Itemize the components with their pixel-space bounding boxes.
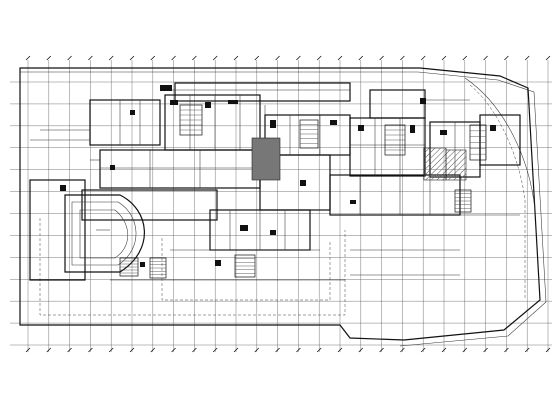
hatched-room-right-a bbox=[423, 147, 447, 181]
equipment-block bbox=[170, 100, 178, 105]
axis-tick bbox=[171, 347, 176, 353]
staircase bbox=[384, 124, 406, 156]
axis-tick bbox=[296, 347, 301, 353]
axis-tick bbox=[441, 347, 447, 353]
equipment-block bbox=[330, 120, 337, 125]
equipment-block bbox=[410, 125, 415, 133]
ramp-curve bbox=[469, 84, 526, 300]
axis-tick bbox=[192, 347, 197, 353]
axis-tick bbox=[524, 347, 530, 353]
staircase bbox=[149, 257, 167, 279]
axis-tick bbox=[108, 55, 114, 61]
staircase bbox=[234, 254, 256, 278]
staircase bbox=[299, 119, 319, 149]
hatched-room-center bbox=[251, 137, 281, 181]
axis-tick bbox=[46, 55, 52, 61]
axis-tick bbox=[254, 347, 260, 353]
equipment-block bbox=[350, 200, 356, 204]
equipment-block bbox=[440, 130, 447, 135]
axis-tick bbox=[296, 55, 301, 61]
axis-tick bbox=[67, 55, 72, 61]
axis-tick bbox=[483, 55, 488, 61]
equipment-block bbox=[130, 110, 135, 115]
axis-tick bbox=[129, 347, 135, 353]
axis-tick bbox=[67, 347, 72, 353]
axis-tick bbox=[400, 55, 405, 61]
equipment-block bbox=[270, 230, 276, 235]
axis-tick bbox=[150, 347, 156, 353]
equipment-block bbox=[140, 262, 145, 267]
equipment-blocks bbox=[60, 85, 496, 267]
equipment-block bbox=[490, 125, 496, 131]
axis-tick bbox=[462, 55, 468, 61]
axis-tick bbox=[254, 55, 260, 61]
core-walls bbox=[29, 82, 521, 281]
axis-tick bbox=[212, 347, 218, 353]
equipment-block bbox=[240, 225, 248, 231]
axis-ticks bbox=[25, 55, 551, 353]
equipment-block bbox=[228, 100, 238, 104]
axis-tick bbox=[316, 347, 322, 353]
axis-grid bbox=[10, 60, 552, 352]
axis-tick bbox=[275, 347, 280, 353]
axis-tick bbox=[192, 55, 197, 61]
equipment-block bbox=[215, 260, 221, 266]
ramp-curve-outer bbox=[464, 77, 536, 211]
axis-tick bbox=[233, 347, 239, 353]
equipment-block bbox=[358, 125, 364, 131]
equipment-block bbox=[60, 185, 66, 191]
axis-tick bbox=[88, 347, 93, 353]
axis-tick bbox=[504, 347, 509, 353]
property-line bbox=[20, 71, 547, 347]
equipment-block bbox=[420, 98, 426, 104]
axis-tick bbox=[108, 347, 114, 353]
equipment-block bbox=[160, 85, 172, 91]
axis-tick bbox=[212, 55, 218, 61]
axis-tick bbox=[171, 55, 176, 61]
axis-tick bbox=[483, 347, 488, 353]
axis-tick bbox=[337, 55, 343, 61]
axis-tick bbox=[420, 55, 426, 61]
equipment-block bbox=[270, 120, 276, 128]
curved-ramp-left bbox=[64, 194, 145, 273]
axis-tick bbox=[129, 55, 135, 61]
staircase bbox=[454, 189, 472, 213]
axis-tick bbox=[545, 347, 551, 353]
axis-tick bbox=[275, 55, 280, 61]
axis-tick bbox=[379, 347, 384, 353]
axis-tick bbox=[316, 55, 322, 61]
axis-tick bbox=[46, 347, 52, 353]
staircase bbox=[119, 257, 139, 277]
axis-tick bbox=[25, 55, 31, 61]
equipment-block bbox=[205, 102, 211, 108]
axis-tick bbox=[233, 55, 239, 61]
axis-tick bbox=[545, 55, 551, 61]
axis-tick bbox=[150, 55, 156, 61]
axis-tick bbox=[524, 55, 530, 61]
axis-tick bbox=[441, 55, 447, 61]
stair-blocks bbox=[119, 104, 487, 279]
axis-tick bbox=[358, 347, 364, 353]
axis-tick bbox=[379, 55, 384, 61]
parking-boundary bbox=[39, 218, 346, 316]
equipment-block bbox=[300, 180, 306, 186]
axis-tick bbox=[337, 347, 343, 353]
axis-tick bbox=[462, 347, 468, 353]
parking-boundary-inner bbox=[161, 238, 331, 301]
axis-tick bbox=[420, 347, 426, 353]
staircase bbox=[179, 104, 203, 136]
axis-tick bbox=[400, 347, 405, 353]
axis-tick bbox=[88, 55, 93, 61]
hatched-room-right-b bbox=[445, 149, 467, 181]
site-outline bbox=[19, 67, 541, 341]
axis-tick bbox=[504, 55, 509, 61]
axis-tick bbox=[358, 55, 364, 61]
axis-tick bbox=[25, 347, 31, 353]
equipment-block bbox=[110, 165, 115, 170]
interior-partitions bbox=[30, 89, 520, 281]
staircase bbox=[469, 124, 487, 161]
